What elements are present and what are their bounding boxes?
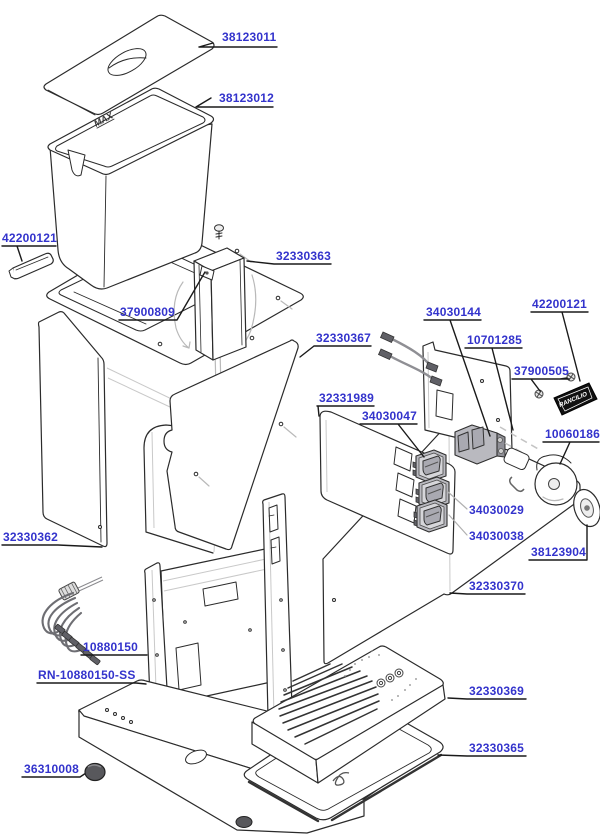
lid-drawing xyxy=(43,14,215,116)
part-label-32330369[interactable]: 32330369 xyxy=(469,684,524,698)
part-label-32330370[interactable]: 32330370 xyxy=(469,579,524,593)
brand-badge: RANCILIO xyxy=(553,382,598,416)
part-label-37900505[interactable]: 37900505 xyxy=(514,364,569,378)
part-label-34030144[interactable]: 34030144 xyxy=(426,305,481,319)
part-label-37900809[interactable]: 37900809 xyxy=(120,305,175,319)
part-label-38123904[interactable]: 38123904 xyxy=(531,545,586,559)
part-label-32330362[interactable]: 32330362 xyxy=(3,530,58,544)
switch-bottom-drawing xyxy=(413,499,448,533)
double-switch-drawing xyxy=(454,424,506,465)
part-label-10060186[interactable]: 10060186 xyxy=(545,427,600,441)
part-label-38123012[interactable]: 38123012 xyxy=(219,91,274,105)
part-label-rn-10880150-ss[interactable]: RN-10880150-SS xyxy=(38,668,136,682)
part-label-38123011[interactable]: 38123011 xyxy=(222,30,277,44)
tray-cover-drawing xyxy=(251,645,446,784)
wire-harness-drawing xyxy=(41,576,104,666)
part-label-36310008[interactable]: 36310008 xyxy=(24,762,79,776)
thermostat-wires xyxy=(377,331,443,387)
mid-panel-drawing xyxy=(163,339,299,551)
part-label-10701285[interactable]: 10701285 xyxy=(467,333,522,347)
part-label-32330365[interactable]: 32330365 xyxy=(469,741,524,755)
part-label-34030029[interactable]: 34030029 xyxy=(469,503,524,517)
part-label-32331989[interactable]: 32331989 xyxy=(319,391,374,405)
left-panel-drawing xyxy=(37,311,108,548)
part-label-42200121-right[interactable]: 42200121 xyxy=(532,297,587,311)
part-label-34030047[interactable]: 34030047 xyxy=(362,409,417,423)
tray-logo-squiggle xyxy=(332,771,350,786)
part-label-32330367[interactable]: 32330367 xyxy=(316,331,371,345)
part-label-10880150[interactable]: 10880150 xyxy=(83,640,138,654)
part-label-42200121-left[interactable]: 42200121 xyxy=(2,231,57,245)
switch-top-drawing xyxy=(412,449,447,483)
plate-screw xyxy=(214,224,224,240)
rear-foot xyxy=(235,816,253,828)
part-label-34030038[interactable]: 34030038 xyxy=(469,529,524,543)
boiler-drawing xyxy=(173,247,257,471)
badge-screws-drawing xyxy=(534,372,576,399)
knob-flange-drawing xyxy=(573,488,600,528)
left-bracket-drawing xyxy=(8,252,54,280)
part-label-32330363[interactable]: 32330363 xyxy=(276,249,331,263)
foot-drawing xyxy=(84,762,106,782)
tank-drawing: MAX xyxy=(47,87,215,290)
label-leader-lines xyxy=(1,42,600,778)
